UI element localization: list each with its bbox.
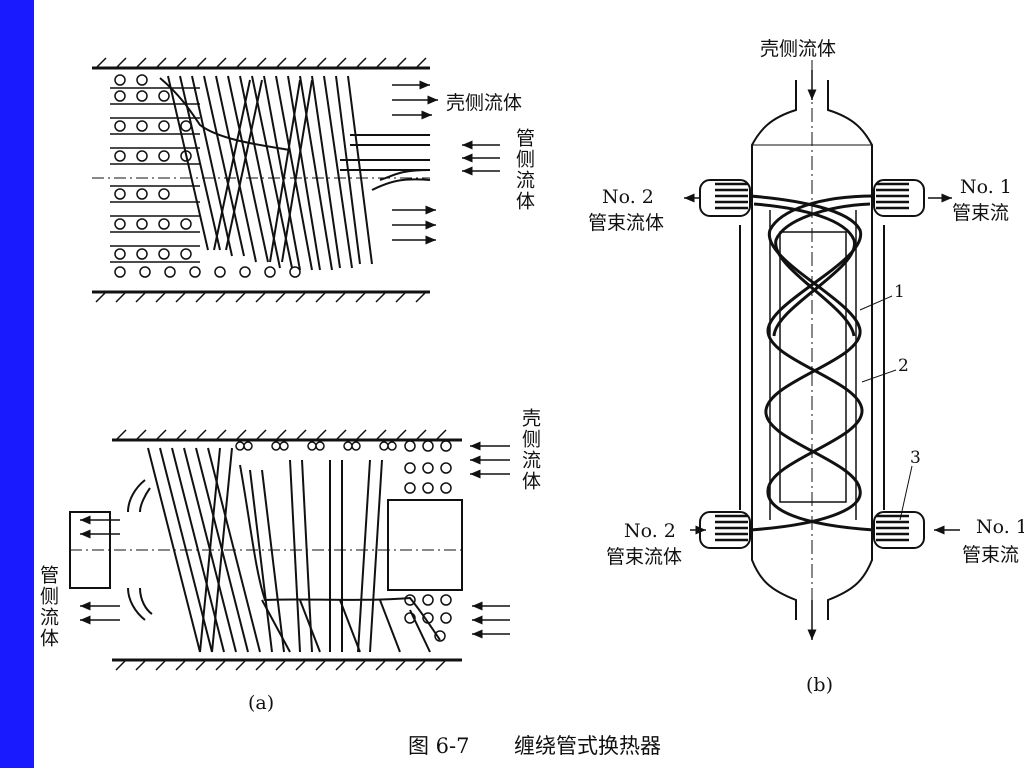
panel-a-top-arrows — [392, 80, 500, 245]
panel-a-bottom-exchanger — [69, 429, 463, 671]
panel-b-arrows — [684, 70, 960, 640]
panel-b-right-top-name: 管束流 — [952, 202, 1010, 224]
panel-a-top-shell-fluid-label: 壳侧流体 — [446, 92, 523, 114]
panel-b-left-top-no: No. 2 — [602, 186, 654, 208]
panel-b-shell-fluid-label: 壳侧流体 — [760, 38, 837, 60]
figure-caption-title: 缠绕管式换热器 — [514, 734, 661, 758]
panel-b-part-2-label: 2 — [898, 356, 909, 376]
panel-a-top-tube-fluid-label: 管侧流体 — [513, 128, 535, 212]
panel-b-right-top-no: No. 1 — [960, 176, 1012, 198]
panel-a-bottom-shell-fluid-label: 壳侧流体 — [519, 408, 541, 492]
panel-b-exchanger — [699, 60, 925, 640]
figure-caption-number: 图 6-7 — [408, 734, 470, 758]
panel-b-left-bottom-name: 管束流体 — [606, 546, 683, 568]
panel-b-right-bottom-name: 管束流 — [962, 544, 1020, 566]
panel-b-part-1-label: 1 — [894, 282, 905, 302]
panel-a-bottom-arrows — [80, 441, 510, 639]
subfigure-b-label: (b) — [806, 674, 833, 696]
panel-b-left-top-name: 管束流体 — [588, 212, 665, 234]
panel-b-right-bottom-no: No. 1 — [976, 516, 1024, 538]
panel-a-bottom-tube-fluid-label: 管侧流体 — [37, 565, 59, 649]
panel-a-top-exchanger — [92, 57, 431, 303]
subfigure-a-label: (a) — [248, 692, 275, 714]
left-accent-bar — [0, 0, 34, 768]
panel-b-left-bottom-no: No. 2 — [624, 520, 676, 542]
panel-b-part-3-label: 3 — [910, 448, 921, 468]
